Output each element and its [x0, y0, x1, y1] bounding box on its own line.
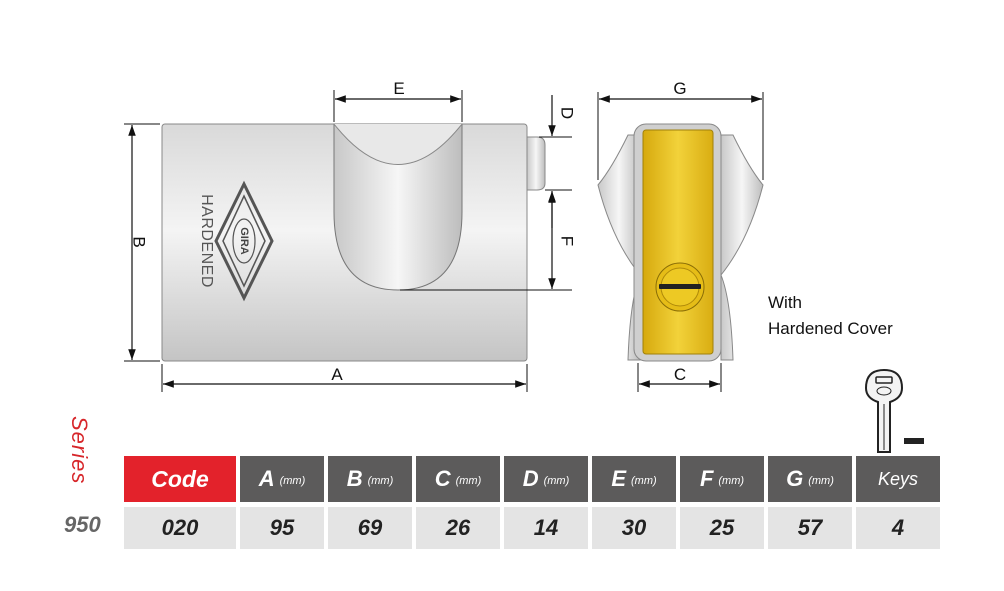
- header-c: C (mm): [416, 456, 500, 502]
- dimension-c-label: C: [674, 365, 686, 384]
- dimension-e-label: E: [393, 79, 404, 98]
- dimension-f-label: F: [558, 236, 577, 246]
- header-label: F: [699, 466, 714, 491]
- header-unit: (mm): [367, 475, 394, 487]
- value-e: 30: [592, 507, 676, 549]
- series-number: 950: [64, 512, 101, 537]
- value-f: 25: [680, 507, 764, 549]
- series-label: Series: [67, 416, 92, 485]
- header-label: Keys: [877, 468, 919, 489]
- dimension-c: C: [637, 363, 722, 392]
- header-label: Code: [151, 465, 209, 492]
- dimension-e: E: [333, 79, 463, 122]
- value-keys: 4: [856, 507, 940, 549]
- header-unit: (mm): [543, 475, 570, 487]
- dimension-g: G: [597, 79, 764, 180]
- header-label: G: [786, 466, 804, 491]
- keyway-slot: [659, 284, 701, 289]
- hardened-engraving: HARDENED: [198, 194, 215, 288]
- header-unit: (mm): [455, 475, 482, 487]
- key-icon: [864, 368, 924, 453]
- value-c: 26: [416, 507, 500, 549]
- value-d: 14: [504, 507, 588, 549]
- gira-logo-text: GIRA: [238, 227, 250, 255]
- header-unit: (mm): [718, 475, 745, 487]
- caption-line-1: With: [768, 293, 802, 312]
- gira-logo: GIRA: [214, 180, 274, 302]
- header-keys: Keys: [856, 456, 940, 502]
- dimension-b: B: [124, 123, 160, 362]
- value-b: 69: [328, 507, 412, 549]
- dimension-f: F: [400, 192, 577, 291]
- padlock-front-view: GIRA HARDENED: [161, 123, 546, 362]
- dimension-a: A: [161, 364, 528, 392]
- header-label: A: [258, 466, 275, 491]
- header-a: A (mm): [240, 456, 324, 502]
- header-b: B (mm): [328, 456, 412, 502]
- header-code: Code: [124, 456, 236, 502]
- header-label: C: [434, 466, 451, 491]
- dimension-b-label: B: [130, 236, 149, 247]
- header-f: F (mm): [680, 456, 764, 502]
- dimension-a-label: A: [331, 365, 343, 384]
- value-a: 95: [240, 507, 324, 549]
- caption-line-2: Hardened Cover: [768, 319, 893, 338]
- header-label: E: [611, 466, 627, 491]
- header-label: D: [522, 466, 539, 491]
- header-unit: (mm): [808, 475, 834, 487]
- spec-table: Code A (mm) B (mm) C (mm) D (mm) E (mm) F (mm) G (mm) K…: [124, 456, 940, 549]
- header-label: B: [346, 466, 363, 491]
- padlock-side-view: [597, 123, 764, 362]
- dimension-g-label: G: [673, 79, 686, 98]
- header-unit: (mm): [631, 475, 657, 487]
- header-unit: (mm): [279, 475, 306, 487]
- value-g: 57: [768, 507, 852, 549]
- header-g: G (mm): [768, 456, 852, 502]
- value-code: 020: [124, 507, 236, 549]
- header-e: E (mm): [592, 456, 676, 502]
- header-d: D (mm): [504, 456, 588, 502]
- dimension-d-label: D: [558, 107, 577, 119]
